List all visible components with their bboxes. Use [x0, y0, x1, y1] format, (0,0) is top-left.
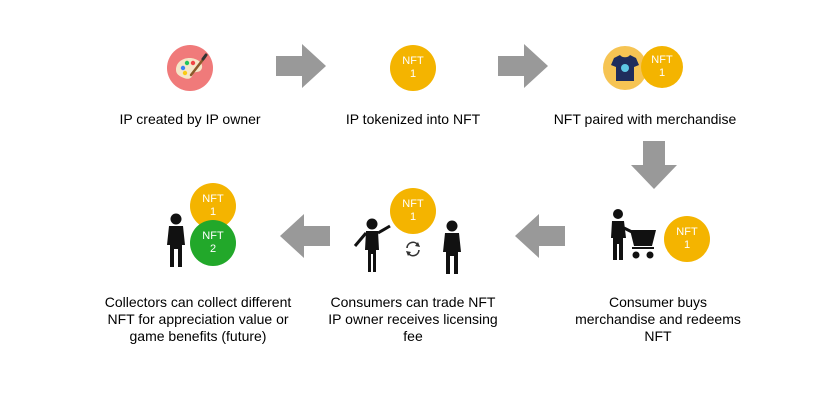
refresh-icon: [403, 239, 423, 259]
arrow-left-icon: [278, 214, 330, 258]
step-4-caption: Consumer buys merchandise and redeems NF…: [575, 294, 741, 344]
arrow-down-icon: [631, 141, 677, 191]
shopping-cart-person-icon: [606, 208, 658, 262]
tshirt-icon: [602, 46, 648, 90]
step-5-caption: Consumers can trade NFT IP owner receive…: [328, 294, 498, 344]
person-icon: [441, 220, 463, 276]
arrow-right-icon: [498, 44, 550, 88]
arrow-right-icon: [276, 44, 328, 88]
step-1-caption: IP created by IP owner: [119, 111, 261, 127]
step-2-caption: IP tokenized into NFT: [345, 111, 481, 127]
arrow-left-icon: [513, 214, 565, 258]
palette-icon: [167, 45, 213, 91]
step-3-caption: NFT paired with merchandise: [553, 111, 737, 127]
person-icon: [165, 213, 187, 269]
person-pointing-icon: [352, 218, 392, 274]
step-6-caption: Collectors can collect different NFT for…: [104, 294, 292, 344]
